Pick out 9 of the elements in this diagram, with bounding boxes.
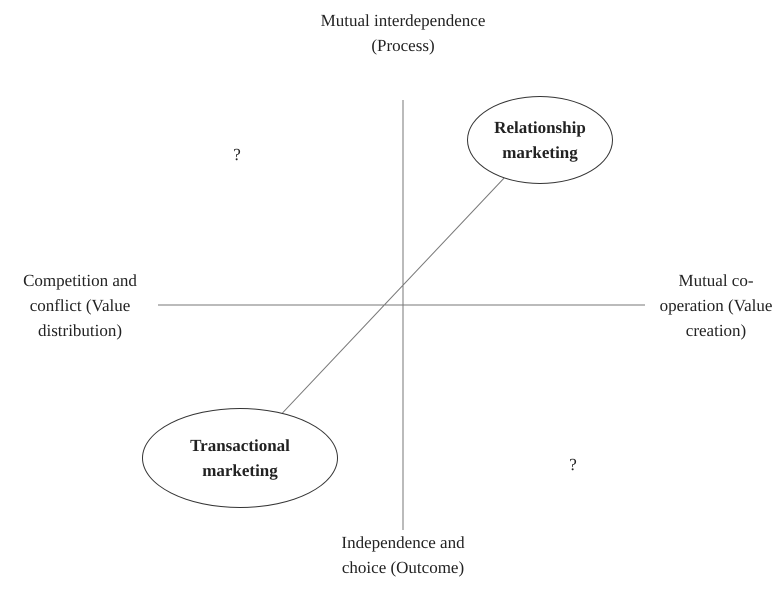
question-mark: ? <box>232 144 242 166</box>
connector-line <box>282 178 504 414</box>
question-mark: ? <box>568 454 578 476</box>
axis-label: Competition and conflict (Value distribution) <box>22 270 138 342</box>
axis-label: Independence and choice (Outcome) <box>340 532 466 579</box>
node-label: Transactional marketing <box>189 435 291 482</box>
axis-label: Mutual co-operation (Value creation) <box>658 270 774 342</box>
node-label: Relationship marketing <box>493 117 587 164</box>
axis-label: Mutual interdependence (Process) <box>320 10 486 57</box>
